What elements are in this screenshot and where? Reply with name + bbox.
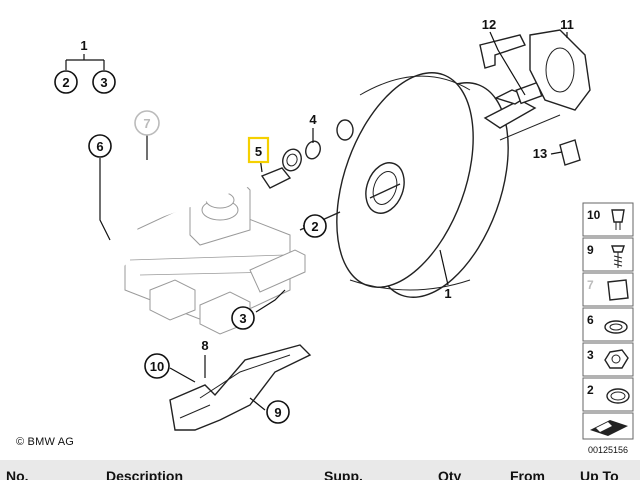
sidebar-label-10: 10 (587, 208, 601, 222)
header-description: Description (106, 468, 184, 480)
callout-label-6: 6 (96, 139, 103, 154)
bracket-parts (479, 29, 591, 166)
callout-label-7: 7 (143, 116, 150, 131)
highlight-box (247, 136, 270, 164)
heat-shield (169, 344, 312, 431)
callout-label-1-top: 1 (80, 38, 87, 53)
callout-label-3-top: 3 (100, 75, 107, 90)
leader-1-bottom (439, 249, 449, 286)
leader-12 (489, 31, 526, 96)
header-no: No. (6, 468, 29, 480)
leader-6 (99, 158, 111, 241)
copyright-text: © BMW AG (16, 436, 74, 448)
leader-9 (249, 397, 266, 411)
callout-label-2-top: 2 (62, 75, 69, 90)
sidebar-label-6: 6 (587, 313, 594, 327)
header-supp: Supp. (324, 468, 363, 480)
header-up-to: Up To (580, 468, 619, 480)
sidebar-label-3: 3 (587, 348, 594, 362)
callout-label-11: 11 (560, 17, 574, 32)
leader-10 (169, 367, 196, 383)
callout-label-4: 4 (309, 112, 317, 127)
sidebar-label-2: 2 (587, 383, 594, 397)
header-from: From (510, 468, 545, 480)
sidebar-parts: 10 9 7 6 3 2 (582, 202, 634, 440)
callout-label-5: 5 (255, 144, 262, 159)
parts-table-header: No. Description Supp. Qty From Up To (0, 460, 640, 480)
sidebar-label-7: 7 (587, 278, 594, 292)
callout-label-8: 8 (201, 338, 208, 353)
callout-label-2-mid: 2 (311, 219, 318, 234)
callout-label-3-bottom: 3 (239, 311, 246, 326)
callout-label-12: 12 (482, 17, 496, 32)
callout-label-10: 10 (150, 359, 164, 374)
brake-booster (299, 72, 561, 298)
check-valve (260, 140, 321, 189)
callout-label-13: 13 (533, 146, 547, 161)
sidebar-label-9: 9 (587, 243, 594, 257)
header-qty: Qty (438, 468, 462, 480)
callout-label-1-bottom: 1 (444, 286, 451, 301)
leader-13 (550, 151, 563, 155)
parts-diagram: 1 2 3 (9, 17, 634, 440)
leader-3-bottom (255, 289, 286, 313)
callout-group-1: 1 2 3 (54, 38, 116, 94)
callout-label-9: 9 (274, 405, 281, 420)
vacuum-hose (9, 122, 263, 285)
document-number: 00125156 (588, 445, 629, 455)
